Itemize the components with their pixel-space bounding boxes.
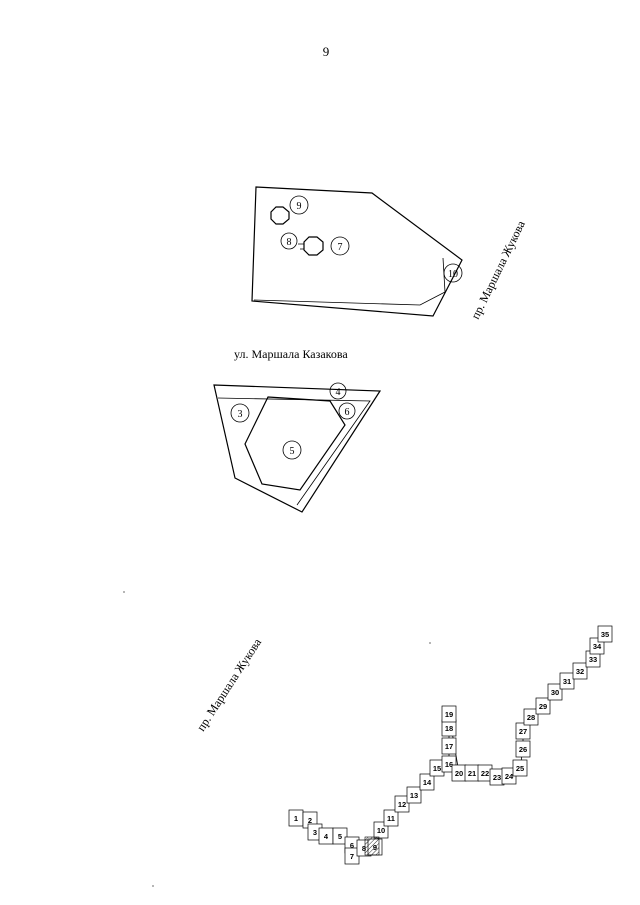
segment-chain: 1234567891011121314151617181920212223242… [288,625,613,865]
marker-label: 5 [290,446,295,457]
marker-3: 3 [230,403,250,423]
segment-label-35: 35 [601,630,609,639]
segment-label-33: 33 [589,655,597,664]
segment-box-25 [512,759,528,777]
marker-8: 8 [280,232,298,250]
segment-box-11 [383,809,399,827]
octagon-tree-7 [303,236,324,256]
segment-label-6: 6 [350,841,354,850]
segment-label-29: 29 [539,702,547,711]
segment-label-11: 11 [387,814,395,823]
segment-label-17: 17 [445,742,453,751]
lower-plot-inner-shape [244,396,346,491]
speck [152,885,154,887]
segment-box-17 [441,737,457,755]
segment-label-25: 25 [516,764,524,773]
marker-label: 3 [238,409,243,420]
segment-label-27: 27 [519,727,527,736]
segment-label-3: 3 [313,828,317,837]
segment-label-8: 8 [362,844,366,853]
segment-box-35 [597,625,613,643]
segment-label-7: 7 [350,852,354,861]
segment-box-32 [572,662,588,680]
marker-6: 6 [338,402,356,420]
street-label-zhukova-bottom: пр. Маршала Жукова [194,635,265,733]
hatched-segment-marker [364,836,380,856]
marker-4: 4 [329,382,347,400]
segment-box-30 [547,683,563,701]
upper-plot-outline [251,186,463,317]
page-number: 9 [323,44,330,59]
segment-box-27 [515,722,531,740]
marker-label: 4 [336,387,341,398]
segment-label-16: 16 [445,760,453,769]
marker-10: 10 [443,263,463,283]
segment-label-22: 22 [481,769,489,778]
speck [123,591,125,593]
segment-label-20: 20 [455,769,463,778]
speck [429,642,431,644]
segment-label-32: 32 [576,667,584,676]
segment-box-19 [441,705,457,723]
lower-plot: 4 3 6 5 [213,382,382,513]
street-label-zhukova-top: пр. Маршала Жукова [468,218,528,321]
octagon-tree-9 [270,206,290,225]
segment-label-26: 26 [519,745,527,754]
segment-label-34: 34 [593,642,602,651]
marker-5: 5 [282,440,302,460]
segment-box-26 [515,740,531,758]
segment-box-5 [332,827,348,845]
segment-label-23: 23 [493,773,501,782]
segment-label-28: 28 [527,713,535,722]
segment-label-4: 4 [324,832,329,841]
marker-9: 9 [289,195,309,215]
segment-box-12 [394,795,410,813]
upper-plot-inner-line [253,257,446,306]
segment-label-19: 19 [445,710,453,719]
segment-label-5: 5 [338,832,342,841]
segment-box-13 [406,786,422,804]
upper-plot: 9 8 7 10 [251,186,463,317]
marker-label: 9 [297,201,302,212]
lower-plot-outline [213,384,382,513]
segment-label-30: 30 [551,688,559,697]
marker-label: 7 [338,242,343,253]
segment-label-2: 2 [308,816,312,825]
segment-label-18: 18 [445,724,453,733]
segment-label-13: 13 [410,791,418,800]
segment-label-1: 1 [294,814,298,823]
segment-box-14 [419,773,435,791]
segment-label-31: 31 [563,677,571,686]
segment-box-31 [559,672,575,690]
segment-label-21: 21 [468,769,476,778]
lower-plot-inner-line [217,397,371,506]
marker-label: 6 [345,407,350,418]
segment-label-15: 15 [433,764,441,773]
segment-label-10: 10 [377,826,385,835]
segment-label-14: 14 [423,778,432,787]
segment-label-24: 24 [505,772,514,781]
marker-7: 7 [330,236,350,256]
street-label-kazakova: ул. Маршала Казакова [234,347,348,361]
tree-connector-8-7 [298,243,304,250]
marker-label: 8 [287,237,292,248]
segment-box-28 [523,708,539,726]
segment-label-12: 12 [398,800,406,809]
segment-box-29 [535,697,551,715]
marker-label: 10 [448,269,458,280]
